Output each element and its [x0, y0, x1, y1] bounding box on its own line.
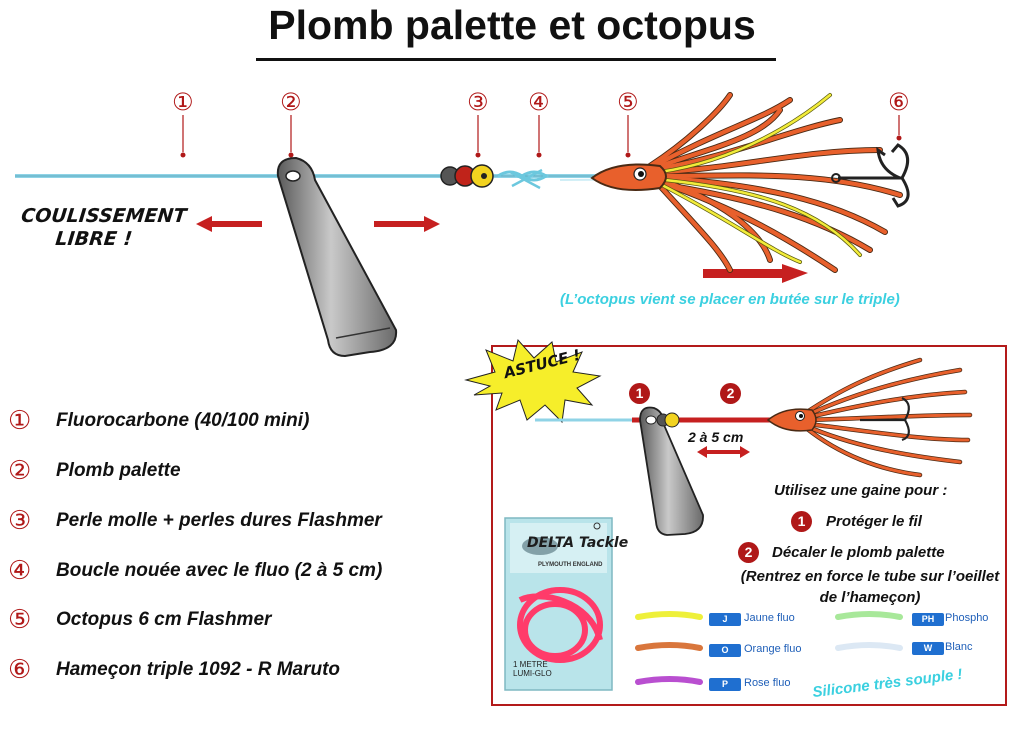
- legend-number: ③: [8, 506, 32, 536]
- tip-2-detail: (Rentrez en force le tube sur l’oeillet …: [740, 568, 1000, 606]
- legend-item: ⑤ Octopus 6 cm Flashmer: [8, 605, 271, 635]
- beads: [440, 164, 494, 188]
- small-octopus-head: [766, 408, 817, 432]
- package-subtitle: PLYMOUTH ENGLAND: [538, 562, 603, 568]
- treble-hook: [831, 143, 910, 208]
- legend-number: ②: [8, 456, 32, 486]
- color-code: P: [709, 678, 741, 691]
- small-treble-hook: [860, 397, 910, 442]
- legend-number: ①: [8, 406, 32, 436]
- sleeve-package: [504, 517, 613, 691]
- legend-number: ⑥: [8, 655, 32, 685]
- color-name: Phospho: [945, 612, 989, 624]
- distance-arrow: [697, 446, 750, 458]
- octopus-head: [590, 163, 667, 191]
- color-code: O: [709, 644, 741, 657]
- sleeve-badge-1: 1: [629, 383, 650, 404]
- legend-text: Octopus 6 cm Flashmer: [56, 609, 272, 630]
- legend-text: Plomb palette: [56, 460, 181, 481]
- knot-loop: [497, 168, 549, 190]
- callout-3: ③: [467, 88, 489, 116]
- color-code: PH: [912, 613, 944, 626]
- color-swatches-art: [635, 611, 903, 685]
- sleeve-intro: Utilisez une gaine pour :: [774, 482, 948, 499]
- callout-4: ④: [528, 88, 550, 116]
- package-brand: DELTA Tackle: [527, 535, 629, 551]
- legend-number: ⑤: [8, 605, 32, 635]
- color-code: W: [912, 642, 944, 655]
- legend-item: ⑥ Hameçon triple 1092 - R Maruto: [8, 655, 340, 685]
- package-label: 1 METRE LUMI-GLO: [513, 660, 552, 678]
- legend-item: ② Plomb palette: [8, 456, 181, 486]
- callout-leaders: [182, 115, 900, 152]
- color-code: J: [709, 613, 741, 626]
- slide-arrows: [196, 216, 808, 283]
- package-label-line1: 1 METRE: [513, 660, 548, 669]
- legend-text: Hameçon triple 1092 - R Maruto: [56, 659, 341, 680]
- small-lead-palette: [639, 406, 704, 536]
- title-underline: [256, 58, 776, 61]
- callout-2: ②: [280, 88, 302, 116]
- tip-1-text: Protéger le fil: [826, 513, 922, 530]
- callout-6: ⑥: [888, 88, 910, 116]
- pink-tube-coil: [517, 587, 603, 663]
- astuce-burst: [464, 338, 602, 424]
- callout-5: ⑤: [617, 88, 639, 116]
- package-label-line2: LUMI-GLO: [513, 669, 552, 678]
- legend-text: Perle molle + perles dures Flashmer: [56, 510, 382, 531]
- legend-text: Boucle nouée avec le fluo (2 à 5 cm): [56, 560, 383, 581]
- legend-item: ① Fluorocarbone (40/100 mini): [8, 406, 309, 436]
- tip-box: [491, 345, 1007, 706]
- color-name: Rose fluo: [744, 677, 791, 689]
- lead-palette: [276, 156, 398, 358]
- distance-label: 2 à 5 cm: [688, 429, 744, 445]
- page-title: Plomb palette et octopus: [268, 2, 756, 48]
- callout-1: ①: [172, 88, 194, 116]
- tip-badge-1: 1: [791, 511, 812, 532]
- legend-text: Fluorocarbone (40/100 mini): [56, 410, 310, 431]
- color-name: Jaune fluo: [744, 612, 795, 624]
- sleeve-badge-2: 2: [720, 383, 741, 404]
- tip-badge-2: 2: [738, 542, 759, 563]
- legend-number: ④: [8, 556, 32, 586]
- legend-item: ④ Boucle nouée avec le fluo (2 à 5 cm): [8, 556, 382, 586]
- octopus-tentacles: [647, 92, 903, 273]
- octopus-note: (L’octopus vient se placer en butée sur …: [560, 291, 900, 308]
- legend-item: ③ Perle molle + perles dures Flashmer: [8, 506, 382, 536]
- small-octopus-tentacles: [801, 357, 973, 478]
- callout-dots: [180, 135, 902, 158]
- color-name: Blanc: [945, 641, 973, 653]
- color-name: Orange fluo: [744, 643, 802, 655]
- tip-2-text: Décaler le plomb palette: [772, 544, 945, 561]
